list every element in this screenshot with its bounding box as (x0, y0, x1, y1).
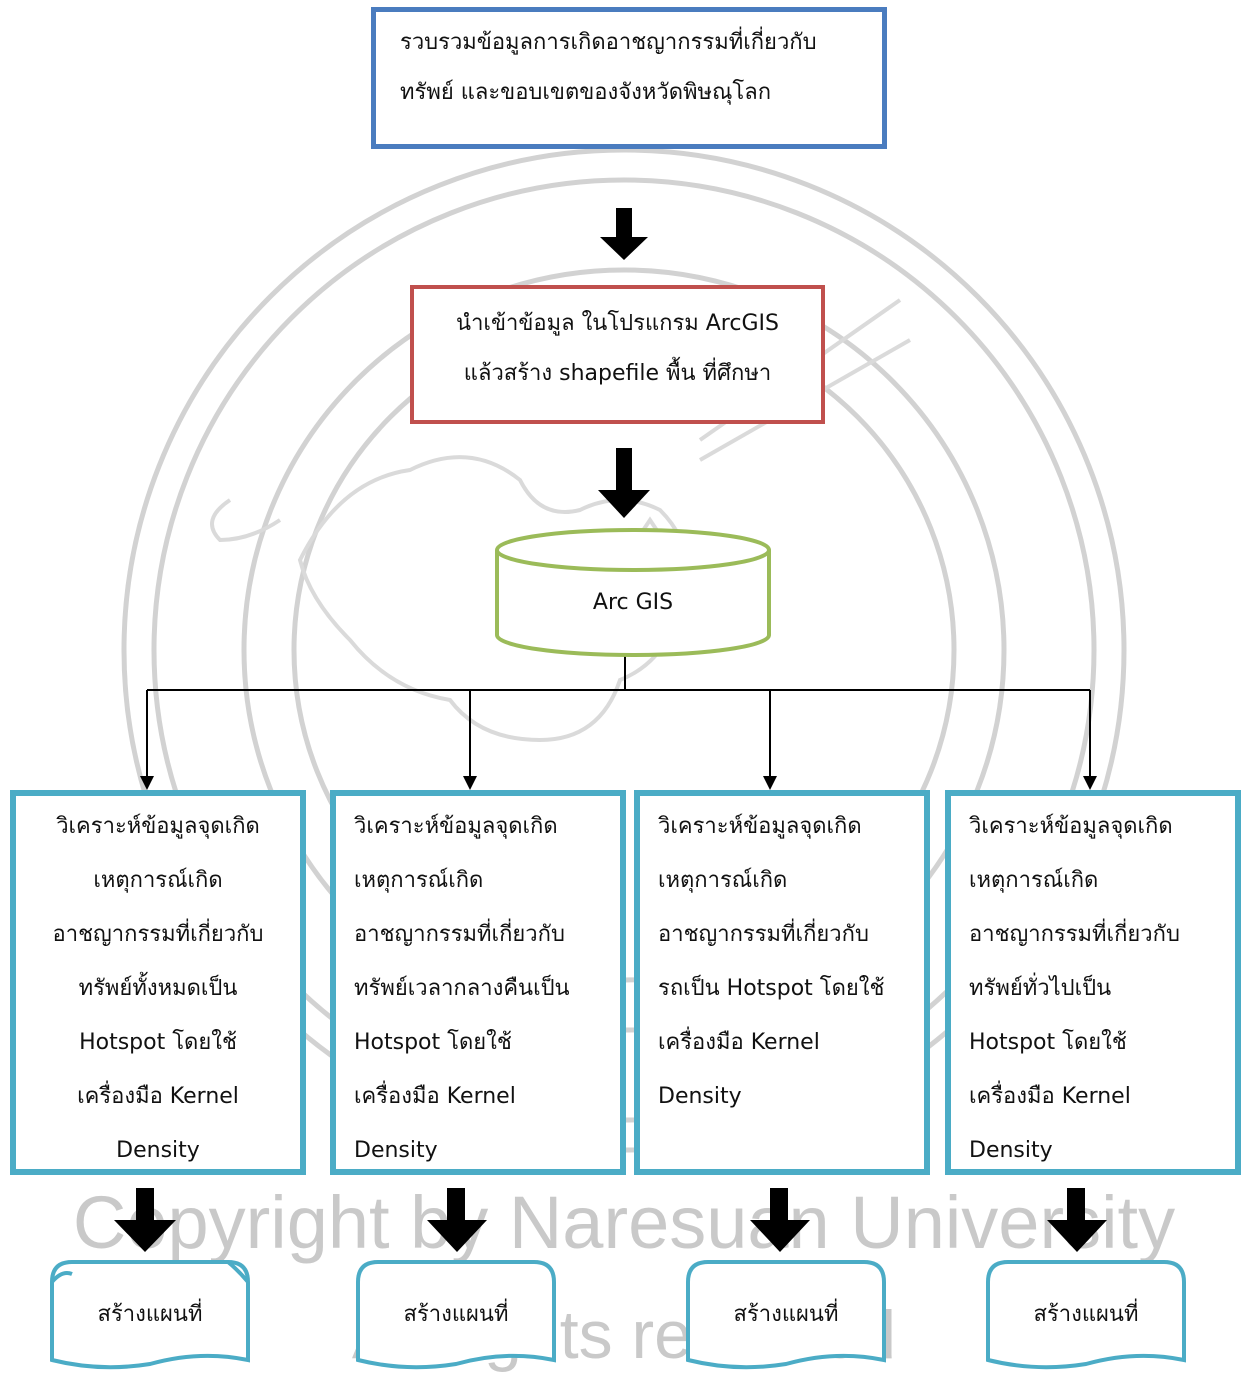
analysis-line: วิเคราะห์ข้อมูลจุดเกิด (658, 814, 862, 839)
output-create-map-4: สร้างแผนที่ (1033, 1302, 1139, 1327)
step-import-arcgis: นำเข้าข้อมูล ในโปรแกรม ArcGIS แล้วสร้าง … (410, 285, 825, 424)
analysis-line: ทรัพย์ทั้งหมดเป็น (78, 976, 238, 1001)
analysis-line: เครื่องมือ Kernel (354, 1084, 516, 1109)
analysis-line: ทรัพย์เวลากลางคืนเป็น (354, 976, 570, 1001)
output-create-map-2: สร้างแผนที่ (403, 1302, 509, 1327)
analysis-line: ทรัพย์ทั่วไปเป็น (969, 976, 1112, 1001)
step-collect-line2: ทรัพย์ และขอบเขตของจังหวัดพิษณุโลก (400, 80, 772, 105)
analysis-line: Hotspot โดยใช้ (969, 1030, 1127, 1055)
analysis-line: Density (658, 1084, 742, 1109)
step-import-line2: แล้วสร้าง shapefile พื้น ที่ศึกษา (463, 361, 772, 386)
analysis-line: Density (354, 1138, 438, 1163)
analysis-box-general-property: วิเคราะห์ข้อมูลจุดเกิด เหตุการณ์เกิด อาช… (945, 790, 1241, 1175)
analysis-line: เครื่องมือ Kernel (77, 1084, 239, 1109)
branch-lines (146, 655, 1091, 780)
analysis-box-vehicle: วิเคราะห์ข้อมูลจุดเกิด เหตุการณ์เกิด อาช… (634, 790, 930, 1175)
analysis-line: วิเคราะห์ข้อมูลจุดเกิด (354, 814, 558, 839)
analysis-line: วิเคราะห์ข้อมูลจุดเกิด (56, 814, 260, 839)
analysis-line: อาชญากรรมที่เกี่ยวกับ (52, 922, 264, 947)
output-create-map-3: สร้างแผนที่ (733, 1302, 839, 1327)
output-create-map-1: สร้างแผนที่ (97, 1302, 203, 1327)
step-collect-data: รวบรวมข้อมูลการเกิดอาชญากรรมที่เกี่ยวกับ… (371, 7, 887, 149)
analysis-line: อาชญากรรมที่เกี่ยวกับ (658, 922, 869, 947)
analysis-line: เหตุการณ์เกิด (969, 868, 1099, 893)
branch-arrowheads (140, 776, 1097, 790)
step-import-line1: นำเข้าข้อมูล ในโปรแกรม ArcGIS (456, 311, 779, 336)
analysis-box-night-property: วิเคราะห์ข้อมูลจุดเกิด เหตุการณ์เกิด อาช… (330, 790, 626, 1175)
analysis-line: อาชญากรรมที่เกี่ยวกับ (354, 922, 565, 947)
arrow-step2-to-database (598, 448, 650, 518)
watermark-line1: Copyright by Naresuan University (72, 1181, 1176, 1264)
analysis-line: เหตุการณ์เกิด (658, 868, 788, 893)
analysis-line: Hotspot โดยใช้ (79, 1030, 237, 1055)
analysis-line: วิเคราะห์ข้อมูลจุดเกิด (969, 814, 1173, 839)
arrow-step1-to-step2 (600, 208, 648, 260)
analysis-line: เครื่องมือ Kernel (658, 1030, 820, 1055)
analysis-line: Density (116, 1138, 200, 1163)
output-arrows (114, 1188, 1107, 1252)
step-collect-line1: รวบรวมข้อมูลการเกิดอาชญากรรมที่เกี่ยวกับ (400, 30, 817, 55)
analysis-line: เหตุการณ์เกิด (93, 868, 223, 893)
analysis-line: เครื่องมือ Kernel (969, 1084, 1131, 1109)
analysis-line: อาชญากรรมที่เกี่ยวกับ (969, 922, 1180, 947)
database-label: Arc GIS (592, 590, 674, 615)
analysis-line: เหตุการณ์เกิด (354, 868, 484, 893)
analysis-box-all-property: วิเคราะห์ข้อมูลจุดเกิด เหตุการณ์เกิด อาช… (10, 790, 306, 1175)
analysis-line: รถเป็น Hotspot โดยใช้ (658, 976, 885, 1001)
output-shapes (50, 1260, 1186, 1370)
analysis-line: Density (969, 1138, 1053, 1163)
database-cylinder (495, 528, 771, 657)
analysis-line: Hotspot โดยใช้ (354, 1030, 512, 1055)
